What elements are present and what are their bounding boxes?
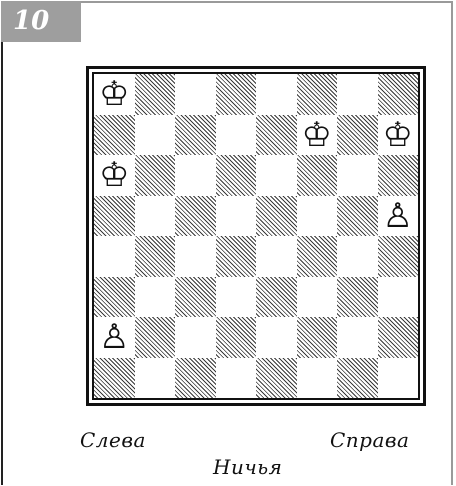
- white-king-icon[interactable]: ♔: [382, 118, 414, 152]
- square-g4[interactable]: [337, 236, 378, 277]
- chess-board: ♔ ♔ ♔ ♔ ♙ ♙: [92, 72, 420, 400]
- square-f3[interactable]: [297, 277, 338, 318]
- square-a3[interactable]: [94, 277, 135, 318]
- square-g8[interactable]: [337, 74, 378, 115]
- white-king-icon[interactable]: ♔: [98, 77, 130, 111]
- caption-left-side: Слева: [80, 428, 146, 452]
- square-c2[interactable]: [175, 317, 216, 358]
- square-d6[interactable]: [216, 155, 257, 196]
- square-e4[interactable]: [256, 236, 297, 277]
- square-f8[interactable]: [297, 74, 338, 115]
- square-d8[interactable]: [216, 74, 257, 115]
- square-d3[interactable]: [216, 277, 257, 318]
- square-c3[interactable]: [175, 277, 216, 318]
- square-d4[interactable]: [216, 236, 257, 277]
- square-a4[interactable]: [94, 236, 135, 277]
- square-d5[interactable]: [216, 196, 257, 237]
- square-b8[interactable]: [135, 74, 176, 115]
- square-g2[interactable]: [337, 317, 378, 358]
- square-h5[interactable]: ♙: [378, 196, 419, 237]
- square-d1[interactable]: [216, 358, 257, 399]
- square-b6[interactable]: [135, 155, 176, 196]
- square-b7[interactable]: [135, 115, 176, 156]
- square-h8[interactable]: [378, 74, 419, 115]
- square-f7[interactable]: ♔: [297, 115, 338, 156]
- square-e3[interactable]: [256, 277, 297, 318]
- square-c6[interactable]: [175, 155, 216, 196]
- white-king-icon[interactable]: ♔: [301, 118, 333, 152]
- caption-result-draw: Ничья: [213, 455, 282, 479]
- square-b4[interactable]: [135, 236, 176, 277]
- square-a8[interactable]: ♔: [94, 74, 135, 115]
- square-b3[interactable]: [135, 277, 176, 318]
- square-c4[interactable]: [175, 236, 216, 277]
- square-e5[interactable]: [256, 196, 297, 237]
- square-b5[interactable]: [135, 196, 176, 237]
- square-d7[interactable]: [216, 115, 257, 156]
- square-g1[interactable]: [337, 358, 378, 399]
- square-f5[interactable]: [297, 196, 338, 237]
- square-b2[interactable]: [135, 317, 176, 358]
- square-d2[interactable]: [216, 317, 257, 358]
- square-a5[interactable]: [94, 196, 135, 237]
- square-e8[interactable]: [256, 74, 297, 115]
- square-a2[interactable]: ♙: [94, 317, 135, 358]
- chess-board-border: ♔ ♔ ♔ ♔ ♙ ♙: [86, 66, 426, 406]
- square-a7[interactable]: [94, 115, 135, 156]
- white-king-icon[interactable]: ♔: [98, 158, 130, 192]
- square-h3[interactable]: [378, 277, 419, 318]
- square-a1[interactable]: [94, 358, 135, 399]
- square-e2[interactable]: [256, 317, 297, 358]
- square-g6[interactable]: [337, 155, 378, 196]
- square-a6[interactable]: ♔: [94, 155, 135, 196]
- square-f2[interactable]: [297, 317, 338, 358]
- square-g3[interactable]: [337, 277, 378, 318]
- chess-board-grid: ♔ ♔ ♔ ♔ ♙ ♙: [94, 74, 418, 398]
- caption-right-side: Справа: [330, 428, 409, 452]
- square-c1[interactable]: [175, 358, 216, 399]
- square-f1[interactable]: [297, 358, 338, 399]
- square-h7[interactable]: ♔: [378, 115, 419, 156]
- square-c8[interactable]: [175, 74, 216, 115]
- square-c5[interactable]: [175, 196, 216, 237]
- square-h2[interactable]: [378, 317, 419, 358]
- square-b1[interactable]: [135, 358, 176, 399]
- square-e7[interactable]: [256, 115, 297, 156]
- square-h1[interactable]: [378, 358, 419, 399]
- square-h4[interactable]: [378, 236, 419, 277]
- white-pawn-icon[interactable]: ♙: [98, 320, 130, 354]
- square-c7[interactable]: [175, 115, 216, 156]
- square-e1[interactable]: [256, 358, 297, 399]
- white-pawn-icon[interactable]: ♙: [382, 199, 414, 233]
- square-e6[interactable]: [256, 155, 297, 196]
- square-g5[interactable]: [337, 196, 378, 237]
- square-f4[interactable]: [297, 236, 338, 277]
- square-g7[interactable]: [337, 115, 378, 156]
- square-f6[interactable]: [297, 155, 338, 196]
- problem-number-label: 10: [1, 1, 81, 42]
- square-h6[interactable]: [378, 155, 419, 196]
